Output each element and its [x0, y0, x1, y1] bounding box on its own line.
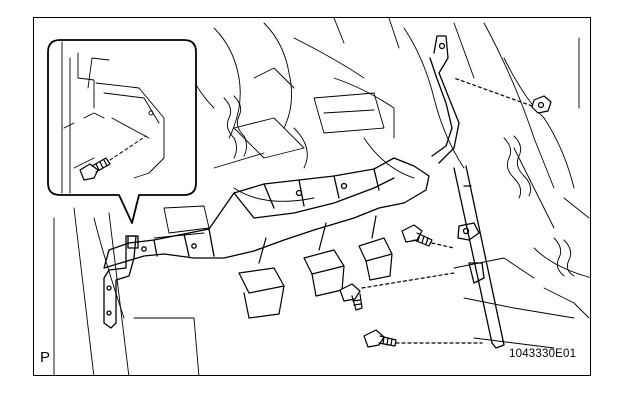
bolt-icon	[363, 329, 397, 348]
corner-label: P	[40, 349, 51, 366]
nut-icon	[531, 95, 552, 114]
background-structure	[53, 18, 590, 375]
bolt-icon	[79, 157, 111, 181]
pedal-icon	[238, 267, 285, 294]
left-bracket-arm	[103, 235, 139, 329]
fasteners	[339, 77, 552, 348]
pedal-icon	[303, 249, 345, 275]
installation-illustration	[47, 18, 590, 375]
bolt-icon	[401, 224, 433, 247]
bracket	[103, 157, 430, 269]
right-support-bar	[429, 35, 505, 349]
detail-inset	[47, 39, 197, 224]
pedal-icon	[358, 237, 393, 262]
bolt-icon	[339, 283, 363, 311]
pedals	[238, 215, 393, 319]
diagram-frame: P 1043330E01	[33, 17, 591, 376]
wiring-harness	[223, 95, 575, 277]
figure-code: 1043330E01	[509, 348, 577, 360]
